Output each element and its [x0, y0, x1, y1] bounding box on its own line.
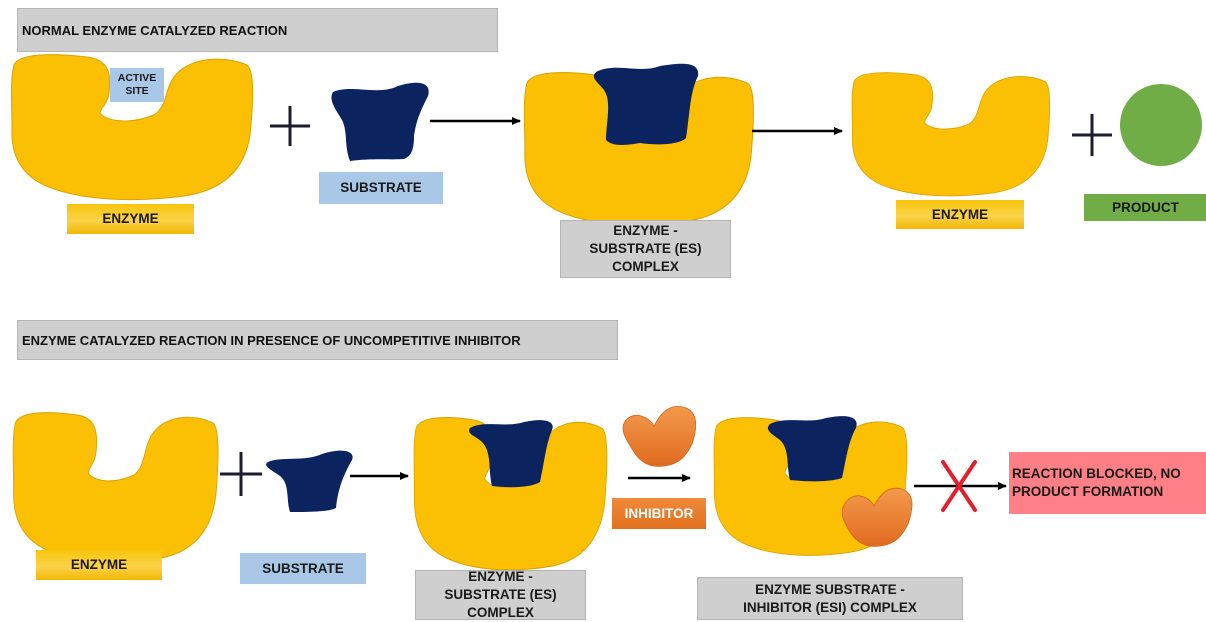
enzyme-label-bottom: ENZYME — [36, 550, 162, 580]
bottom-section-header: ENZYME CATALYZED REACTION IN PRESENCE OF… — [17, 320, 618, 360]
inhibitor-label: INHIBITOR — [612, 498, 706, 529]
es-complex-label-bottom: ENZYME -SUBSTRATE (ES) COMPLEX — [415, 569, 586, 620]
substrate-shape-es-bottom — [469, 420, 553, 488]
substrate-shape-top — [331, 82, 429, 161]
enzyme-label-top-right: ENZYME — [896, 200, 1024, 229]
reaction-blocked-label: REACTION BLOCKED, NO PRODUCT FORMATION — [1009, 452, 1206, 514]
es-complex-label-top: ENZYME -SUBSTRATE (ES) COMPLEX — [560, 220, 731, 278]
plus-sign-top-2 — [1072, 114, 1112, 156]
enzyme-shape-bottom — [12, 412, 219, 563]
plus-sign-top-1 — [270, 106, 310, 146]
active-site-label: ACTIVE SITE — [110, 68, 164, 102]
substrate-label-bottom: SUBSTRATE — [240, 553, 366, 584]
plus-sign-bottom — [220, 452, 262, 496]
substrate-shape-esi — [767, 416, 857, 482]
top-section-header: NORMAL ENZYME CATALYZED REACTION — [17, 8, 498, 52]
product-label: PRODUCT — [1084, 194, 1206, 221]
blocked-x-icon — [941, 460, 977, 512]
enzyme-label-top-left: ENZYME — [67, 204, 194, 234]
substrate-shape-bottom — [266, 450, 353, 512]
substrate-shape-es-top — [593, 63, 699, 145]
substrate-label-top: SUBSTRATE — [319, 172, 443, 204]
inhibitor-shape-esi — [841, 487, 913, 547]
enzyme-shape-top-right — [851, 72, 1051, 197]
product-circle — [1120, 84, 1202, 166]
inhibitor-shape — [622, 406, 697, 467]
esi-complex-label: ENZYME SUBSTRATE -INHIBITOR (ESI) COMPLE… — [697, 577, 963, 620]
